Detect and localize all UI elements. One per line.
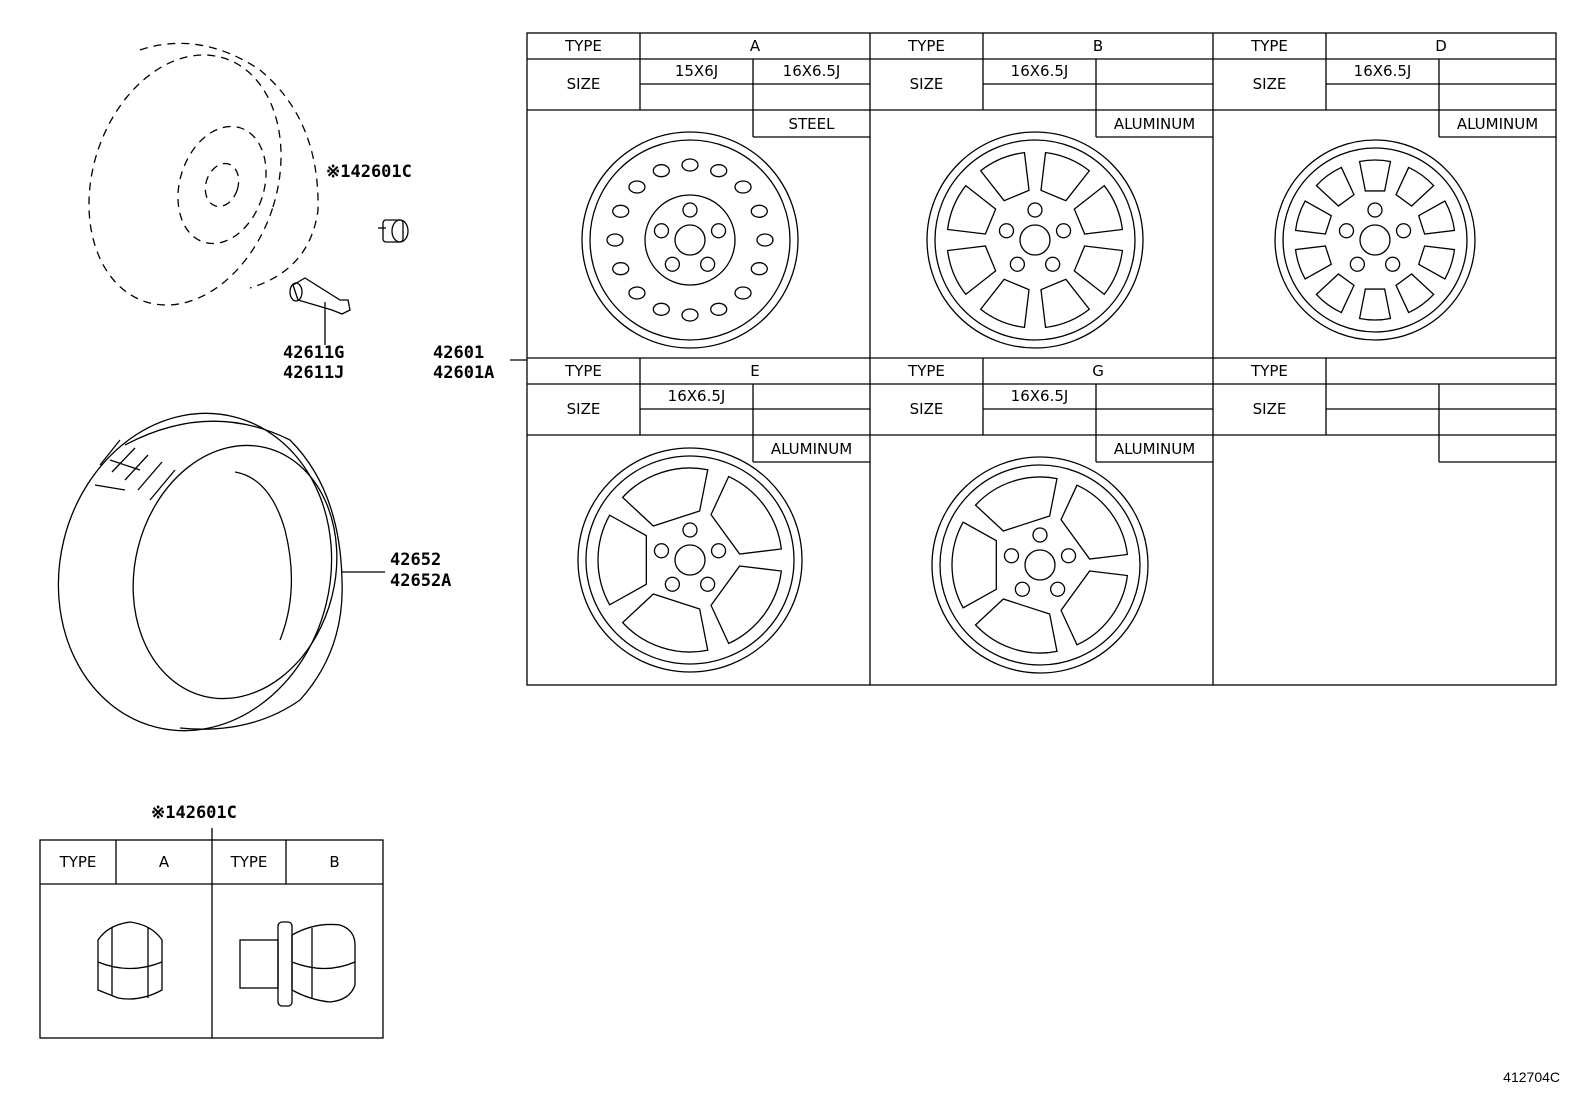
valve-part-label-j: 42611J <box>283 363 345 383</box>
wheel-table-grid <box>526 32 1557 686</box>
valve-stem-icon <box>289 277 351 345</box>
nut-type-label-a: TYPE <box>59 853 97 871</box>
size-value: 16X6.5J <box>667 387 726 405</box>
type-label: TYPE <box>565 37 602 55</box>
type-value: A <box>749 37 761 55</box>
tire-part-label: 42652 <box>390 550 442 570</box>
type-label: TYPE <box>1251 37 1288 55</box>
size-value: 16X6.5J <box>1353 62 1412 80</box>
type-value: D <box>1435 37 1447 55</box>
nut-table-title: ※142601C <box>151 803 237 823</box>
nut-table-grid <box>39 828 384 1039</box>
wheel-type-A-icon <box>581 131 799 349</box>
nut-type-value-b: B <box>329 853 340 871</box>
wheel-type-B-icon <box>926 131 1144 349</box>
tire-part-label-a: 42652A <box>390 571 452 591</box>
material-label: STEEL <box>788 115 835 133</box>
type-label: TYPE <box>565 362 602 380</box>
size-label: SIZE <box>1252 75 1287 93</box>
wheel-type-G-icon <box>931 456 1149 674</box>
size-label: SIZE <box>909 75 944 93</box>
wheel-type-E-icon <box>577 447 803 673</box>
size-label: SIZE <box>566 400 601 418</box>
size-label: SIZE <box>909 400 944 418</box>
wheel-part-label-a: 42601A <box>433 363 495 383</box>
size-value: 16X6.5J <box>1010 387 1069 405</box>
lug-nut-ref-label: ※142601C <box>326 162 412 182</box>
size-label: SIZE <box>1252 400 1287 418</box>
lug-nut-icon <box>378 219 409 243</box>
nut-type-a-icon <box>97 921 163 1000</box>
wheel-part-label: 42601 <box>433 343 485 363</box>
tire-icon <box>57 412 385 732</box>
size-value: 16X6.5J <box>1010 62 1069 80</box>
wheel-type-D-icon <box>1274 139 1476 341</box>
type-label: TYPE <box>908 362 945 380</box>
nut-type-label-b: TYPE <box>230 853 268 871</box>
type-label: TYPE <box>908 37 945 55</box>
size-label: SIZE <box>566 75 601 93</box>
diagram-reference: 412704C <box>1503 1069 1560 1085</box>
size-value: 15X6J <box>674 62 719 80</box>
nut-type-value-a: A <box>158 853 170 871</box>
wheel-outline-icon <box>88 42 319 306</box>
type-value: B <box>1092 37 1104 55</box>
nut-type-b-icon <box>239 921 356 1007</box>
size-value: 16X6.5J <box>782 62 841 80</box>
material-label: ALUMINUM <box>1456 115 1539 133</box>
material-label: ALUMINUM <box>1113 115 1196 133</box>
valve-part-label-g: 42611G <box>283 343 345 363</box>
type-value: E <box>750 362 760 380</box>
type-label: TYPE <box>1251 362 1288 380</box>
type-value: G <box>1092 362 1104 380</box>
material-label: ALUMINUM <box>770 440 853 458</box>
material-label: ALUMINUM <box>1113 440 1196 458</box>
